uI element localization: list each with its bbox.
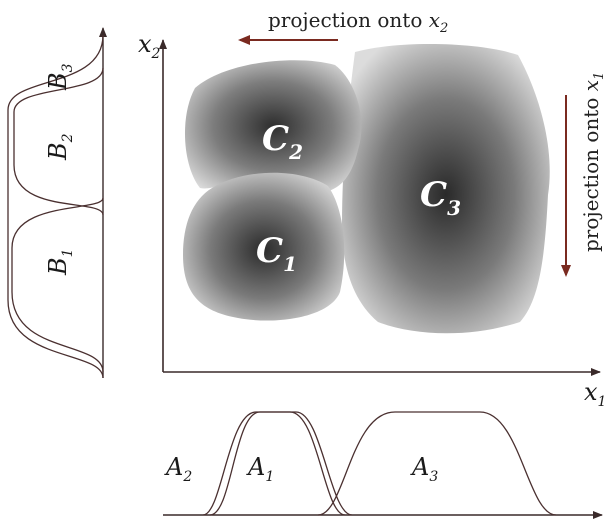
cluster-label-c3: C3 [420,175,461,220]
set-label-a2: A2 [164,453,192,485]
set-label-a3: A3 [410,453,438,485]
y-axis-label: x2 [138,30,161,62]
set-label-a1: A1 [246,453,274,485]
membership-a2-curve [202,411,346,516]
cluster-c3-blob [342,44,550,334]
set-label-b3: B3 [44,63,76,91]
cluster-label-c2: C2 [262,119,303,164]
cluster-c1-blob [183,172,345,321]
set-label-b1: B1 [44,248,76,276]
membership-a1-curve [209,411,353,516]
membership-b3-curve [7,34,104,379]
projection-x1-label: projection onto x1 [579,72,607,252]
x-axis-label: x1 [584,378,606,410]
set-label-b2: B2 [44,133,76,161]
cluster-c2-blob [184,60,362,192]
membership-b1-curve [11,197,104,373]
membership-a3-curve [317,411,557,516]
projection-x2-label: projection onto x2 [268,8,448,36]
cluster-label-c1: C1 [256,231,297,276]
membership-b2-curve [13,67,104,216]
